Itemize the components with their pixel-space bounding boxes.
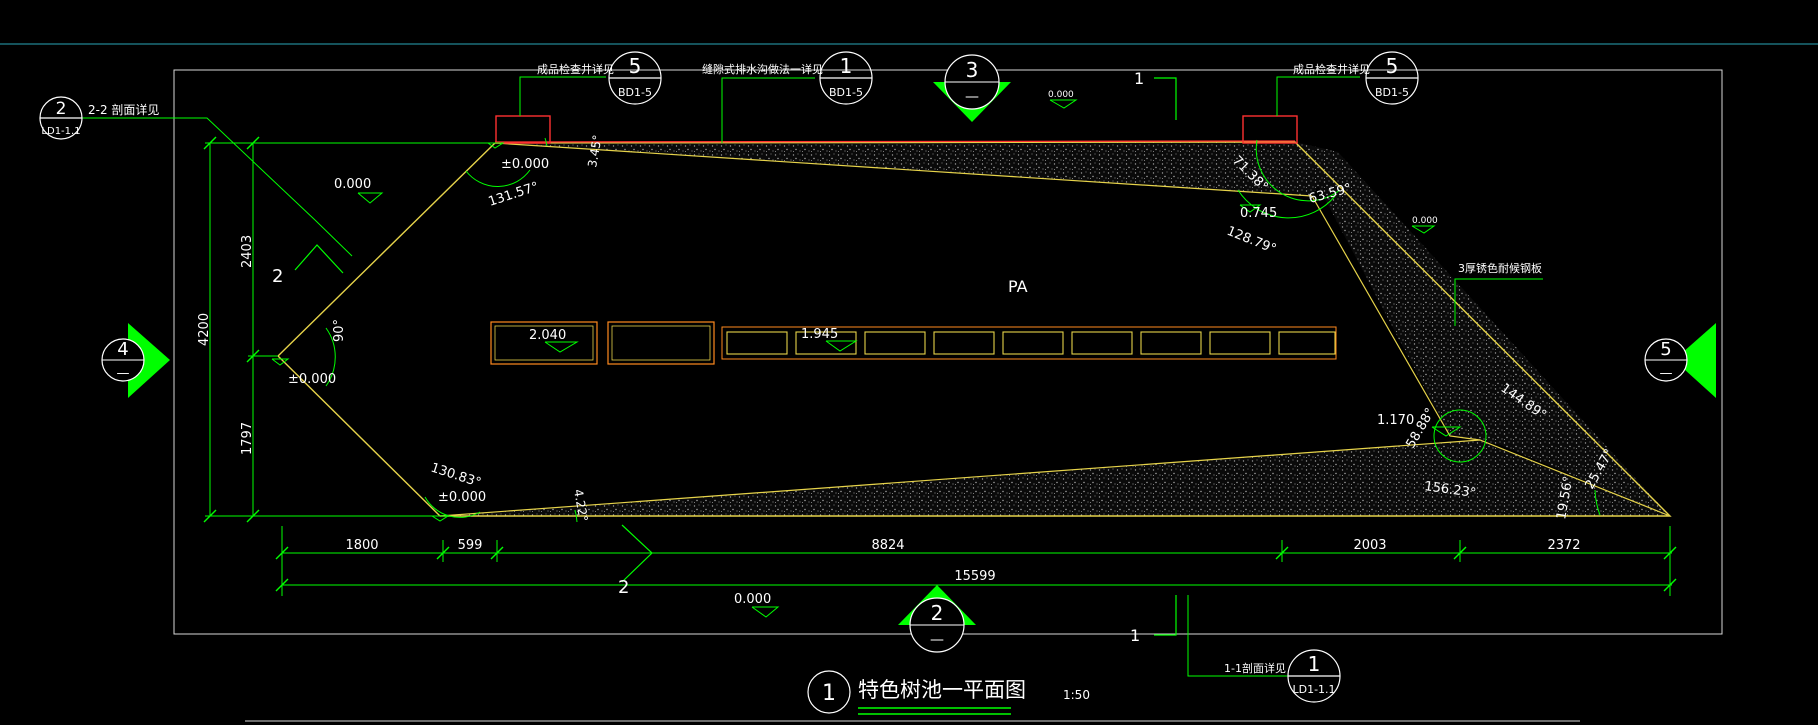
section-cut-lines [294,77,1177,636]
angle-128-79: 128.79° [1225,224,1279,257]
callout-bubbles [39,51,1419,714]
gravel-band-top [495,142,1338,196]
elev-top-index: 3 [966,58,979,82]
callout-1-1-num: 1 [1308,652,1321,676]
elev-left-index: 4 [117,339,128,360]
level-bench-right: 1.945 [801,327,838,342]
elevation-marker-right[interactable] [1644,323,1716,398]
dim-seg-1800: 1800 [345,538,378,553]
dim-height-lower: 1797 [240,422,255,455]
section-2-bottom: 2 [618,577,629,598]
bench-block-2-inner [611,325,711,361]
dim-height-upper: 2403 [240,235,255,268]
callout-well-left-num: 5 [629,54,642,78]
section-1-top: 1 [1134,69,1144,88]
angle-arcs [325,137,1601,523]
dimension-lines [205,142,1672,596]
callout-2-2-num: 2 [56,99,67,119]
drawing-title: 特色树池一平面图 [858,678,1026,702]
elev-bottom-dash: — [930,632,944,648]
elev-left-dash: — [117,366,130,381]
inspection-well-right[interactable] [1242,115,1298,144]
drain-red-line [494,140,1296,143]
callout-well-right-num: 5 [1386,54,1399,78]
bench-slats [726,331,1336,355]
gravel-band-bottom [440,440,1670,516]
dim-seg-2372: 2372 [1547,538,1580,553]
angle-156-23: 156.23° [1423,479,1477,501]
callout-well-right-text: 成品检查井详见 [1293,62,1370,76]
angle-130-83: 130.83° [429,461,483,491]
dim-height-total: 4200 [197,313,212,346]
inner-edge-right [1311,195,1481,441]
dim-seg-2003: 2003 [1353,538,1386,553]
angle-3-45: 3.45° [585,134,604,169]
level-right-mid: 0.000 [1412,216,1438,226]
level-right-upper: 0.745 [1240,206,1277,221]
level-top-mid: 0.000 [1048,90,1074,100]
inner-edge-top [494,142,1313,197]
callout-drain-sheet: BD1-5 [829,86,863,99]
callout-well-left-sheet: BD1-5 [618,86,652,99]
elev-right-dash: — [1660,366,1673,381]
elevation-marker-left[interactable] [101,323,170,398]
material-note: 3厚锈色耐候钢板 [1458,261,1542,275]
dimension-ticks [203,136,1677,592]
level-triangles [271,99,1462,618]
level-left-top: 0.000 [334,177,371,192]
title-number: 1 [822,681,836,706]
inspection-well-left[interactable] [495,115,551,144]
angle-90: 90° [332,319,347,342]
pool-outline [277,141,1672,517]
level-bottom-mid: 0.000 [734,592,771,607]
callout-well-right-sheet: BD1-5 [1375,86,1409,99]
section-1-bottom: 1 [1130,626,1140,645]
level-apex-left: ±0.000 [288,372,336,387]
elevation-marker-top[interactable] [933,54,1011,122]
dim-seg-8824: 8824 [871,538,904,553]
level-apex-bottom: ±0.000 [438,490,486,505]
section-2-left: 2 [272,266,283,287]
angle-19-56: 19.56° [1554,475,1576,521]
elev-bottom-index: 2 [931,601,944,625]
elev-right-index: 5 [1660,339,1671,360]
angle-4-22: 4.22° [571,488,590,523]
dim-seg-599: 599 [458,538,483,553]
bench-block-1-inner [494,325,594,361]
leader-lines [81,76,1543,677]
elev-top-dash: — [965,89,979,105]
angle-131-57: 131.57° [487,179,541,209]
bench-block-1[interactable] [490,321,598,365]
title-underline [858,707,1011,715]
bench-strip-outline [721,326,1337,360]
level-bench-left: 2.040 [529,328,566,343]
callout-drain-num: 1 [840,54,853,78]
elevation-marker-bottom[interactable] [898,585,976,653]
level-right-lower: 1.170 [1377,413,1414,428]
callout-well-left-text: 成品检查井详见 [537,62,614,76]
level-apex-top: ±0.000 [501,157,549,172]
drawing-scale: 1:50 [1063,688,1090,702]
callout-2-2-text: 2-2 剖面详见 [88,102,159,117]
bench-block-2[interactable] [607,321,715,365]
dim-total-15599: 15599 [954,569,995,584]
area-label: PA [1008,277,1028,296]
callout-1-1-sheet: LD1-1.1 [1292,683,1335,696]
callout-drain-text: 缝隙式排水沟做法一详见 [702,62,823,76]
callout-2-2-sheet: LD1-1.1 [41,126,80,137]
callout-1-1-text: 1-1剖面详见 [1224,661,1286,675]
